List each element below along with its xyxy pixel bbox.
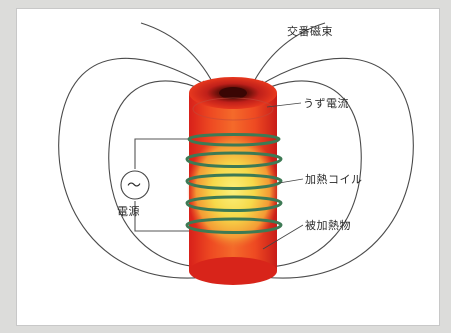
eddy-current-ring — [192, 97, 274, 121]
coil-turn-3 — [185, 173, 283, 190]
wire-top — [134, 138, 189, 169]
leader-workpiece — [262, 224, 304, 250]
label-alternating-flux: 交番磁束 — [287, 25, 333, 38]
ac-source-symbol: 〜 — [127, 178, 142, 194]
coil-turn-2 — [185, 151, 283, 168]
heating-coil — [185, 133, 283, 234]
wire-bottom — [134, 201, 189, 232]
cylinder-bottom — [189, 257, 277, 285]
induction-heating-diagram — [58, 22, 414, 285]
coil-turn-1 — [187, 133, 281, 147]
diagram-panel: 〜 交番磁束 うず電流 加熱コイル 被加熱物 電源 — [16, 8, 440, 326]
leader-lines — [262, 102, 304, 250]
cylinder-hole — [219, 87, 247, 99]
workpiece-cylinder — [187, 77, 279, 285]
label-eddy-current: うず電流 — [303, 97, 349, 110]
flux-line-left-inner — [108, 80, 214, 268]
circuit-wires — [134, 138, 189, 232]
leader-coil — [278, 178, 304, 184]
coil-turn-4 — [185, 195, 283, 212]
leader-eddy — [266, 102, 302, 108]
label-workpiece: 被加熱物 — [305, 219, 351, 232]
flux-line-right-inner — [252, 80, 362, 268]
label-power-source: 電源 — [117, 205, 140, 218]
ac-source-icon — [120, 170, 150, 200]
flux-line-right-outer — [256, 57, 414, 279]
flux-line-top-right — [248, 22, 326, 92]
flux-line-top-left — [140, 22, 218, 92]
flux-line-left-outer — [58, 57, 210, 279]
label-heating-coil: 加熱コイル — [305, 173, 363, 186]
coil-turn-5 — [185, 217, 283, 234]
